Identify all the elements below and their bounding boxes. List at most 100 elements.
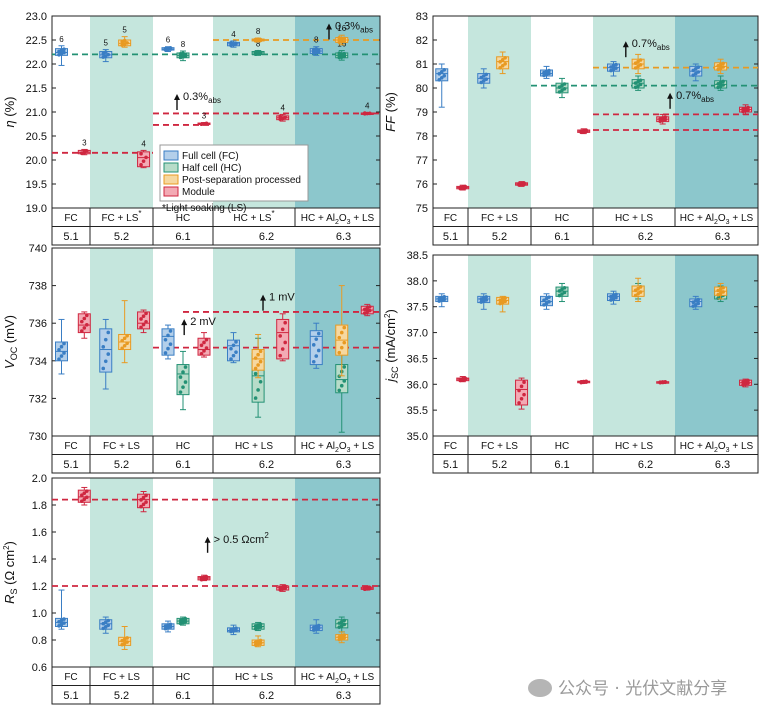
- group-id: 6.2: [259, 690, 274, 702]
- data-point: [106, 352, 111, 356]
- data-point: [746, 378, 750, 383]
- annotation: 2 mV: [190, 316, 216, 328]
- box-mod: [456, 376, 470, 383]
- box-body: [251, 349, 265, 371]
- wechat-icon: [528, 679, 552, 697]
- data-point: [367, 305, 372, 309]
- data-point: [258, 349, 263, 354]
- annotation: 0.7%abs: [632, 38, 670, 52]
- box-mod: 4: [137, 139, 151, 169]
- data-point: [125, 341, 129, 346]
- box-ps: [631, 277, 645, 303]
- data-point: [141, 159, 146, 163]
- box-body: [161, 328, 175, 356]
- y-tick-label: 23.0: [26, 11, 47, 23]
- data-point: [166, 333, 170, 338]
- data-point: [144, 311, 148, 316]
- data-point: [229, 41, 233, 45]
- group-label: HC + LS: [615, 441, 653, 452]
- data-point: [696, 65, 701, 69]
- group-id: 5.2: [114, 231, 129, 243]
- data-point: [168, 622, 173, 627]
- y-tick-label: 35.0: [407, 431, 428, 443]
- box-body: [137, 493, 151, 509]
- y-tick-label: 19.5: [26, 179, 47, 191]
- data-point: [234, 350, 238, 354]
- data-point: [442, 295, 447, 299]
- data-point: [258, 638, 263, 643]
- box-ps: [251, 635, 265, 648]
- chart-panel-eta: 19.019.520.020.521.021.522.022.523.0η (%…: [2, 11, 381, 246]
- data-point: [80, 493, 84, 498]
- data-point: [120, 338, 124, 343]
- y-tick-label: 1.0: [32, 608, 47, 620]
- data-point: [199, 343, 204, 348]
- box-fc: 4: [227, 30, 240, 48]
- data-point: [62, 47, 66, 51]
- data-point: [278, 114, 283, 119]
- data-point: [337, 388, 342, 393]
- data-point: [122, 336, 127, 341]
- annotation: 0.7%abs: [676, 90, 714, 104]
- data-point: [80, 329, 84, 333]
- data-point: [253, 356, 258, 360]
- annotation-arrowhead: [326, 23, 332, 30]
- y-tick-label: 20.0: [26, 155, 47, 167]
- data-point: [278, 334, 283, 338]
- data-point: [519, 384, 524, 389]
- data-point: [342, 36, 347, 41]
- data-point: [283, 340, 288, 345]
- sample-count: 5: [104, 39, 109, 48]
- group-label: HC: [176, 441, 190, 452]
- data-point: [663, 379, 667, 384]
- group-shade: [675, 255, 758, 436]
- y-tick-label: 734: [29, 356, 47, 368]
- box-ps: 5: [118, 26, 132, 48]
- box-ps: [714, 282, 728, 300]
- box-mod: [739, 378, 753, 388]
- sample-count: 4: [280, 103, 285, 112]
- data-point: [638, 285, 643, 289]
- data-point: [463, 184, 468, 189]
- data-point: [62, 50, 66, 55]
- box-mod: [515, 377, 529, 410]
- data-point: [85, 313, 89, 318]
- box-mod: 3: [197, 112, 211, 127]
- data-point: [144, 500, 148, 504]
- group-shade: [213, 478, 295, 667]
- data-point: [122, 38, 127, 43]
- box-body: [197, 337, 211, 356]
- data-point: [59, 344, 64, 349]
- y-tick-label: 0.6: [32, 662, 47, 674]
- y-tick-label: 35.5: [407, 405, 428, 417]
- box-hc: [251, 621, 265, 632]
- data-point: [256, 37, 260, 41]
- box-ps: [714, 58, 728, 75]
- y-axis-label: η (%): [2, 96, 17, 127]
- data-point: [484, 298, 489, 302]
- sample-count: 3: [202, 112, 207, 121]
- watermark-text: 公众号 · 光伏文献分享: [558, 679, 728, 699]
- box-fc: [540, 293, 553, 310]
- data-point: [256, 388, 260, 392]
- data-point: [721, 290, 725, 294]
- y-tick-label: 21.0: [26, 107, 47, 119]
- sample-count: 16: [337, 24, 346, 33]
- data-point: [314, 354, 319, 358]
- y-axis-label: jSC (mA/cm2): [383, 309, 400, 384]
- data-point: [103, 337, 108, 342]
- data-point: [367, 308, 372, 313]
- data-point: [562, 87, 567, 91]
- data-point: [168, 342, 173, 346]
- box-ps: [631, 53, 645, 75]
- data-point: [258, 641, 263, 645]
- data-point: [204, 121, 209, 126]
- box-mod: [577, 379, 591, 385]
- box-hc: [631, 75, 645, 91]
- data-point: [125, 640, 129, 644]
- data-point: [280, 347, 285, 351]
- box-body: [227, 339, 240, 362]
- data-point: [547, 71, 551, 76]
- data-point: [181, 51, 185, 56]
